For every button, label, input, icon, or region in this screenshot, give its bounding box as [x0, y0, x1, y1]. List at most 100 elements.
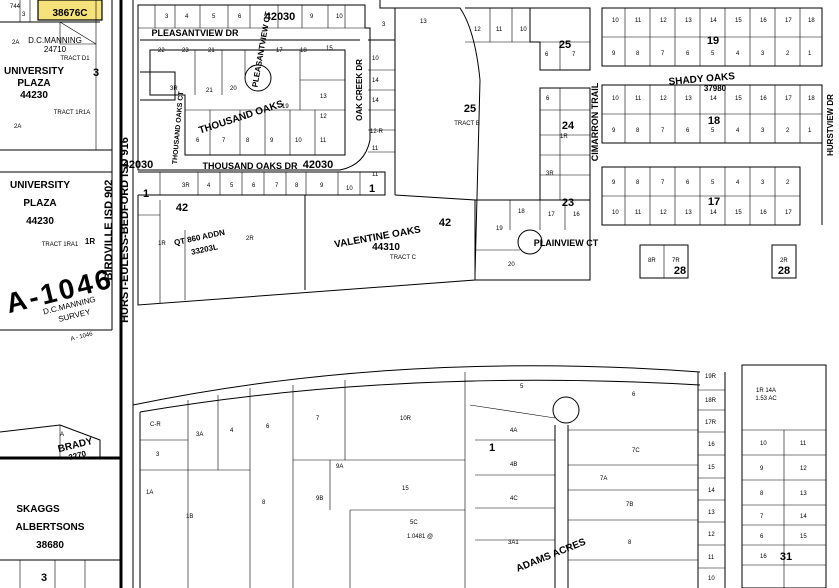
- svg-text:14: 14: [800, 514, 807, 520]
- block-number: 42: [439, 217, 451, 229]
- svg-text:13: 13: [420, 19, 427, 25]
- svg-text:9: 9: [270, 138, 274, 144]
- svg-text:12: 12: [708, 532, 715, 538]
- block-number: 3: [41, 572, 47, 584]
- svg-text:16: 16: [573, 212, 580, 218]
- svg-text:12: 12: [320, 114, 327, 120]
- svg-text:6: 6: [545, 52, 549, 58]
- svg-text:7R: 7R: [672, 258, 680, 264]
- tract-c-label: TRACT C: [390, 255, 417, 261]
- svg-text:14: 14: [372, 98, 379, 104]
- svg-text:2R: 2R: [246, 236, 254, 242]
- block-number: 31: [780, 551, 792, 563]
- svg-text:8: 8: [628, 540, 632, 546]
- univ-plaza-1-line1: UNIVERSITY: [4, 66, 64, 77]
- street-cimarron-trail: CIMARRON TRAIL: [590, 82, 600, 161]
- svg-text:4B: 4B: [510, 462, 517, 468]
- acres-10481-label: 1.0481 @: [407, 534, 433, 540]
- highlight-parcel[interactable]: [37, 0, 103, 21]
- svg-text:8: 8: [760, 491, 764, 497]
- svg-text:3: 3: [22, 12, 26, 18]
- street-thousand-oaks-dr: THOUSAND OAKS DR: [202, 161, 298, 171]
- skaggs-line2: ALBERTSONS: [16, 522, 85, 533]
- svg-text:5: 5: [711, 51, 715, 57]
- svg-text:10: 10: [520, 27, 527, 33]
- svg-text:10: 10: [612, 96, 619, 102]
- block-number: 28: [778, 265, 790, 277]
- svg-text:1: 1: [808, 51, 812, 57]
- svg-text:7: 7: [316, 416, 320, 422]
- skaggs-line1: SKAGGS: [16, 504, 60, 515]
- univ-plaza-2-line2: PLAZA: [23, 198, 56, 209]
- svg-text:9: 9: [612, 128, 616, 134]
- svg-text:6: 6: [686, 51, 690, 57]
- tract-1ra1-label: TRACT 1RA1: [42, 242, 79, 248]
- svg-text:7B: 7B: [626, 502, 633, 508]
- block-number: 3: [93, 67, 99, 79]
- tract-1r1a-label: TRACT 1R1A: [54, 110, 91, 116]
- svg-text:18: 18: [808, 96, 815, 102]
- svg-text:4: 4: [736, 128, 740, 134]
- svg-text:3R: 3R: [546, 171, 554, 177]
- svg-text:12: 12: [660, 96, 667, 102]
- svg-text:11: 11: [800, 441, 807, 447]
- acres-153-label: 1.53 AC: [755, 396, 777, 402]
- svg-text:15: 15: [326, 46, 333, 52]
- svg-text:6: 6: [686, 180, 690, 186]
- svg-text:10: 10: [295, 138, 302, 144]
- svg-text:9: 9: [612, 51, 616, 57]
- svg-text:13: 13: [320, 94, 327, 100]
- svg-text:1B: 1B: [186, 514, 193, 520]
- street-thousand-oaks-ct: THOUSAND OAKS CT: [172, 90, 185, 164]
- svg-text:3R: 3R: [182, 183, 190, 189]
- svg-text:15: 15: [735, 96, 742, 102]
- qt860-name: QT 860 ADDN: [173, 228, 226, 248]
- dc-manning-number: 24710: [44, 45, 67, 54]
- svg-text:3R: 3R: [170, 86, 178, 92]
- svg-text:12: 12: [660, 18, 667, 24]
- svg-text:11: 11: [372, 146, 379, 152]
- svg-text:9: 9: [310, 14, 314, 20]
- svg-text:10: 10: [612, 18, 619, 24]
- svg-text:18: 18: [808, 18, 815, 24]
- skaggs-number: 38680: [36, 540, 64, 551]
- svg-text:10: 10: [612, 210, 619, 216]
- svg-text:3: 3: [156, 452, 160, 458]
- univ-plaza-2-number: 44230: [26, 216, 54, 227]
- svg-text:1: 1: [808, 128, 812, 134]
- svg-text:12-R: 12-R: [370, 129, 384, 135]
- block-number: 28: [674, 265, 686, 277]
- svg-text:19: 19: [496, 226, 503, 232]
- tract-1r14a-label: 1R 14A: [756, 388, 776, 394]
- svg-text:22: 22: [158, 48, 165, 54]
- svg-text:10: 10: [760, 441, 767, 447]
- block-number: 17: [708, 196, 720, 208]
- svg-text:8R: 8R: [648, 258, 656, 264]
- svg-text:23: 23: [182, 48, 189, 54]
- svg-text:13: 13: [685, 18, 692, 24]
- svg-text:19R: 19R: [705, 374, 717, 380]
- svg-text:10: 10: [336, 14, 343, 20]
- svg-text:10: 10: [346, 186, 353, 192]
- street-hurstview-dr: HURSTVIEW DR: [826, 94, 835, 156]
- svg-text:9A: 9A: [336, 464, 343, 470]
- svg-text:11: 11: [635, 18, 642, 24]
- shady-oaks-number: 37980: [704, 84, 727, 93]
- svg-text:11: 11: [372, 172, 379, 178]
- block-number: 25: [464, 103, 476, 115]
- svg-text:3A1: 3A1: [508, 540, 519, 546]
- svg-text:20: 20: [230, 86, 237, 92]
- svg-text:10: 10: [372, 56, 379, 62]
- svg-text:3: 3: [761, 180, 765, 186]
- svg-text:2A: 2A: [12, 40, 19, 46]
- svg-text:6: 6: [266, 424, 270, 430]
- svg-text:16: 16: [760, 554, 767, 560]
- dc-manning-name: D.C.MANNING: [28, 36, 82, 45]
- svg-text:15: 15: [735, 210, 742, 216]
- svg-text:17: 17: [785, 210, 792, 216]
- svg-text:6: 6: [238, 14, 242, 20]
- svg-text:8: 8: [636, 180, 640, 186]
- svg-text:3: 3: [761, 51, 765, 57]
- survey-line3: A - 1046: [70, 331, 94, 342]
- svg-text:12: 12: [660, 210, 667, 216]
